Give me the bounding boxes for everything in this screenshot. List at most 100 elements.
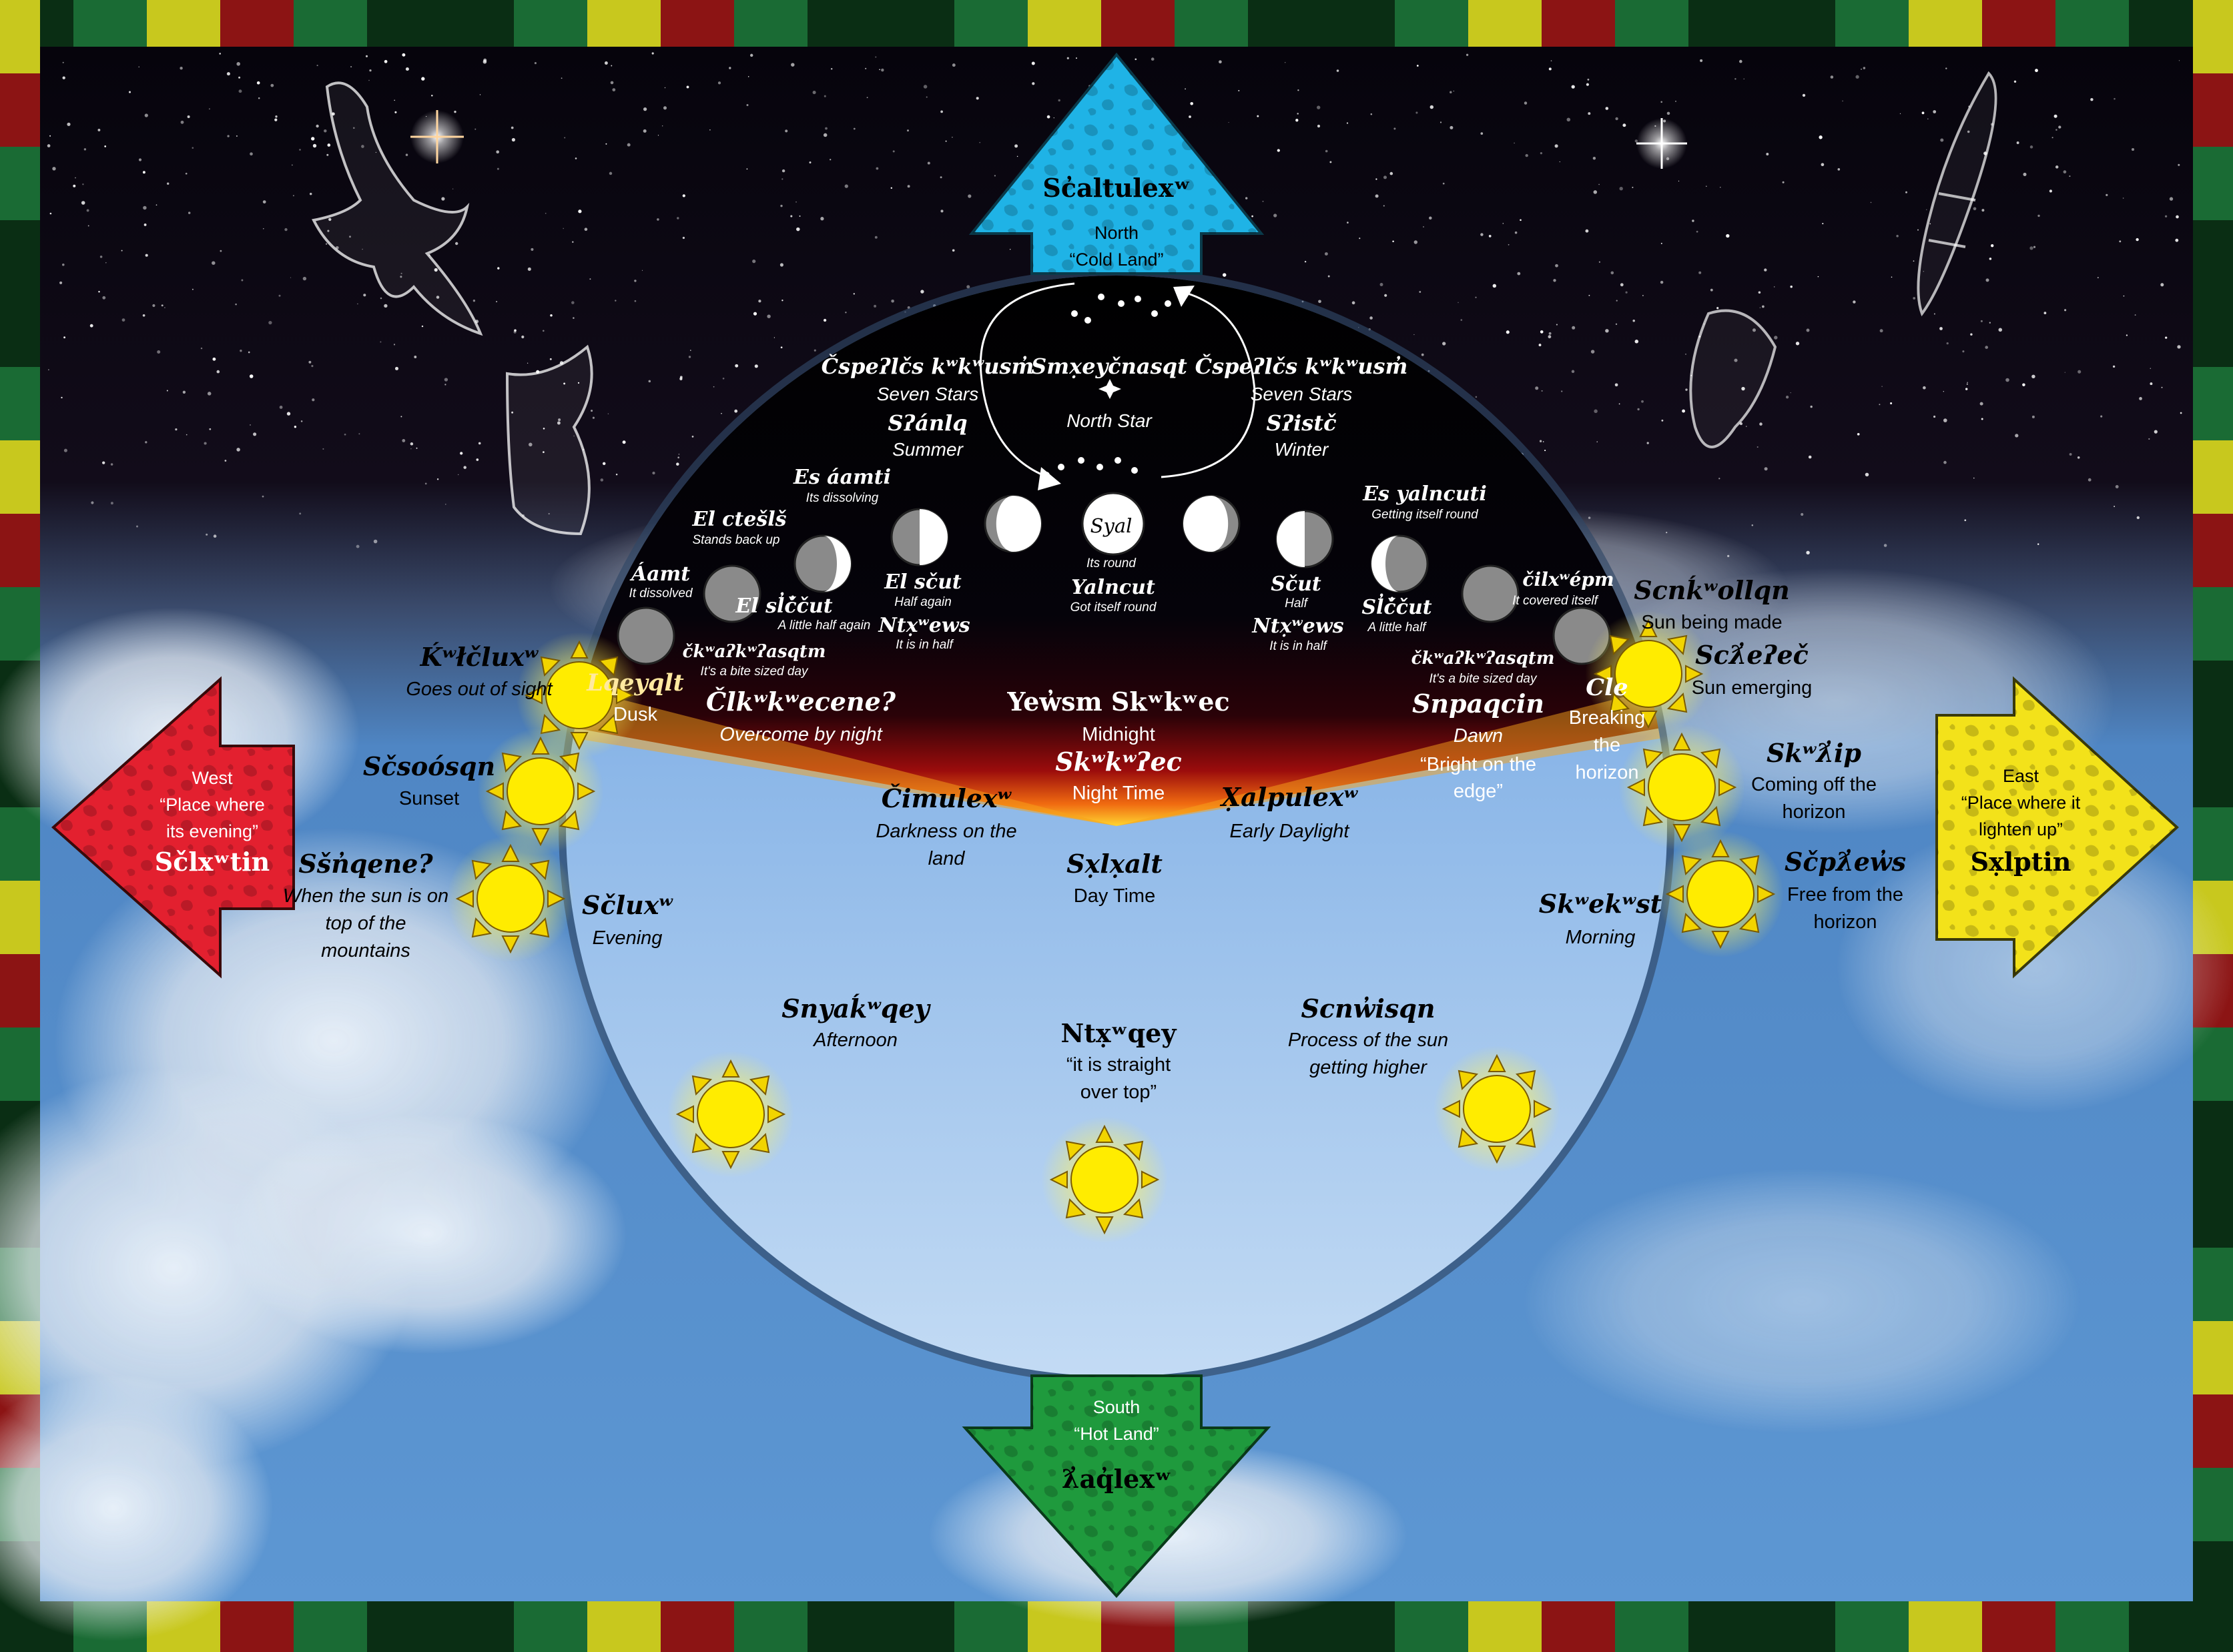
moon-phase-icon	[1461, 564, 1520, 623]
moon-label: Sl̓č̓čut	[1361, 594, 1431, 619]
cle-gloss-2: the	[1594, 735, 1620, 756]
free-horizon-gloss-1: Free from the	[1787, 884, 1903, 905]
moon-phases	[617, 492, 1611, 665]
mountains-gloss-1: When the sun is on	[283, 885, 448, 907]
arrow-icon	[1173, 286, 1195, 307]
noon-name: Ntx̣ʷqey	[1061, 1018, 1177, 1048]
moon-gloss: It dissolved	[629, 586, 693, 600]
coming-off-gloss-1: Coming off the	[1751, 774, 1877, 795]
south-meaning: “Hot Land”	[1074, 1424, 1159, 1444]
north-meaning: “Cold Land”	[1069, 250, 1163, 270]
moon-gloss: It's a bite sized day	[701, 665, 809, 679]
mountains-gloss-3: mountains	[321, 940, 410, 961]
dawn-gloss: Dawn	[1454, 725, 1503, 747]
moon-gloss: Its round	[1086, 556, 1137, 570]
east-label: East	[2003, 766, 2039, 786]
north-name: Sc̓altulexʷ	[1042, 173, 1190, 203]
moon-label: čilxʷépm	[1522, 568, 1614, 590]
midnight-name: Yew̓sm Skʷkʷec	[1006, 687, 1229, 717]
day-time-gloss: Day Time	[1074, 885, 1155, 907]
moon-gloss: Got itself round	[1070, 600, 1157, 614]
moon-label: El sl̓č̓čut	[735, 592, 832, 618]
moon-gloss: It is in half	[896, 638, 954, 652]
constellation-bird-icon	[312, 81, 593, 536]
noon-gloss-2: over top”	[1080, 1082, 1157, 1103]
bright-star-icon	[410, 110, 1687, 169]
dawn-name: Snpaqcin	[1412, 689, 1544, 719]
evening-name: Sčluxʷ	[582, 890, 673, 920]
moon-label: El ctešlš	[691, 508, 786, 531]
east-meaning-2: lighten up”	[1979, 819, 2063, 839]
moon-label: čkʷaʔkʷʔasqtm	[1411, 649, 1555, 669]
west-meaning-2: its evening”	[166, 821, 258, 841]
sunset-gloss: Sunset	[399, 788, 459, 809]
free-horizon-name: Sčpƛ̓ew̓s	[1785, 847, 1906, 877]
east-arrow[interactable]	[1935, 676, 2179, 979]
goes-out-gloss: Goes out of sight	[406, 679, 553, 700]
afternoon-gloss: Afternoon	[812, 1029, 898, 1051]
north-star-name: Smx̣eyčnasqt	[1031, 354, 1187, 379]
winter-gloss: Winter	[1275, 439, 1329, 460]
goes-out-name: Ḱʷłčluxʷ	[420, 642, 539, 672]
higher-name: Scnw̓isqn	[1301, 993, 1436, 1023]
moon-label: Ntx̣ʷews	[1251, 614, 1343, 638]
sun-emerging-gloss: Sun emerging	[1692, 677, 1813, 699]
moon-phase-icon	[617, 606, 675, 665]
moon-gloss: It's a bite sized day	[1429, 672, 1538, 686]
south-label: South	[1093, 1397, 1141, 1417]
moon-gloss: Half	[1285, 596, 1309, 610]
moon-phase-icon	[1370, 534, 1429, 593]
east-meaning-1: “Place where it	[1961, 793, 2081, 813]
sun-made-gloss: Sun being made	[1641, 612, 1782, 633]
cle-name: Cle	[1586, 674, 1628, 701]
mountains-name: Sšn̓qene?	[298, 849, 433, 879]
moon-label: Áamt	[629, 562, 690, 586]
moon-label: El sčut	[884, 570, 962, 594]
east-name: Sx̣lptin	[1971, 847, 2071, 877]
constellation-canoe-icon	[1689, 71, 1997, 448]
south-arrow[interactable]	[962, 1374, 1271, 1598]
dawn-gloss-3: edge”	[1454, 781, 1503, 802]
early-daylight-gloss: Early Daylight	[1230, 821, 1351, 842]
full-moon-label: Syal	[1090, 514, 1133, 537]
night-time-name: Skʷkʷʔec	[1055, 747, 1182, 777]
moon-phase-icon	[1275, 510, 1334, 568]
moon-phase-icon	[1182, 494, 1241, 553]
sunset-name: Sčsoósqn	[363, 751, 495, 781]
moon-phase-icon	[1081, 492, 1145, 556]
noon-gloss-1: “it is straight	[1066, 1054, 1171, 1076]
morning-name: Skʷekʷst	[1539, 889, 1662, 919]
evening-gloss: Evening	[593, 927, 663, 949]
moon-phase-icon	[984, 494, 1042, 553]
night-time-gloss: Night Time	[1072, 783, 1165, 804]
seven-stars-right-gloss: Seven Stars	[1251, 384, 1353, 404]
free-horizon-gloss-2: horizon	[1813, 911, 1877, 933]
overcome-name: Člkʷkʷecene?	[706, 687, 896, 717]
overcome-gloss: Overcome by night	[719, 724, 883, 745]
higher-gloss-2: getting higher	[1309, 1057, 1427, 1078]
cle-gloss-1: Breaking	[1569, 707, 1645, 729]
day-time-name: Sx̣lx̣alt	[1066, 849, 1163, 879]
moon-phase-icon	[890, 508, 949, 566]
darkness-name: Čimulexʷ	[882, 783, 1012, 813]
sun-emerging-name: Scƛ̓eʔeč	[1695, 640, 1809, 670]
moon-phase-icon	[703, 564, 761, 623]
moon-label: Sčut	[1271, 572, 1321, 596]
dawn-gloss-2: “Bright on the	[1420, 754, 1536, 775]
west-arrow[interactable]	[51, 676, 295, 979]
north-arrow[interactable]	[968, 52, 1265, 275]
dusk-gloss: Dusk	[613, 704, 658, 725]
summer-gloss: Summer	[892, 439, 964, 460]
winter-name: Sʔistč	[1266, 410, 1336, 436]
moon-label: čkʷaʔkʷʔasqtm	[683, 642, 826, 662]
moon-label: Es áamti	[793, 466, 891, 489]
south-name: ƛ̓aq̓lexʷ	[1062, 1464, 1171, 1494]
early-daylight-name: X̣alpulexʷ	[1220, 782, 1359, 812]
big-dipper-stars	[1043, 294, 1171, 478]
north-star-gloss: North Star	[1066, 410, 1153, 431]
moon-gloss: It covered itself	[1512, 594, 1598, 608]
north-label: North	[1094, 223, 1139, 243]
north-star-cycle	[979, 282, 1256, 490]
arrow-icon	[1038, 467, 1061, 490]
